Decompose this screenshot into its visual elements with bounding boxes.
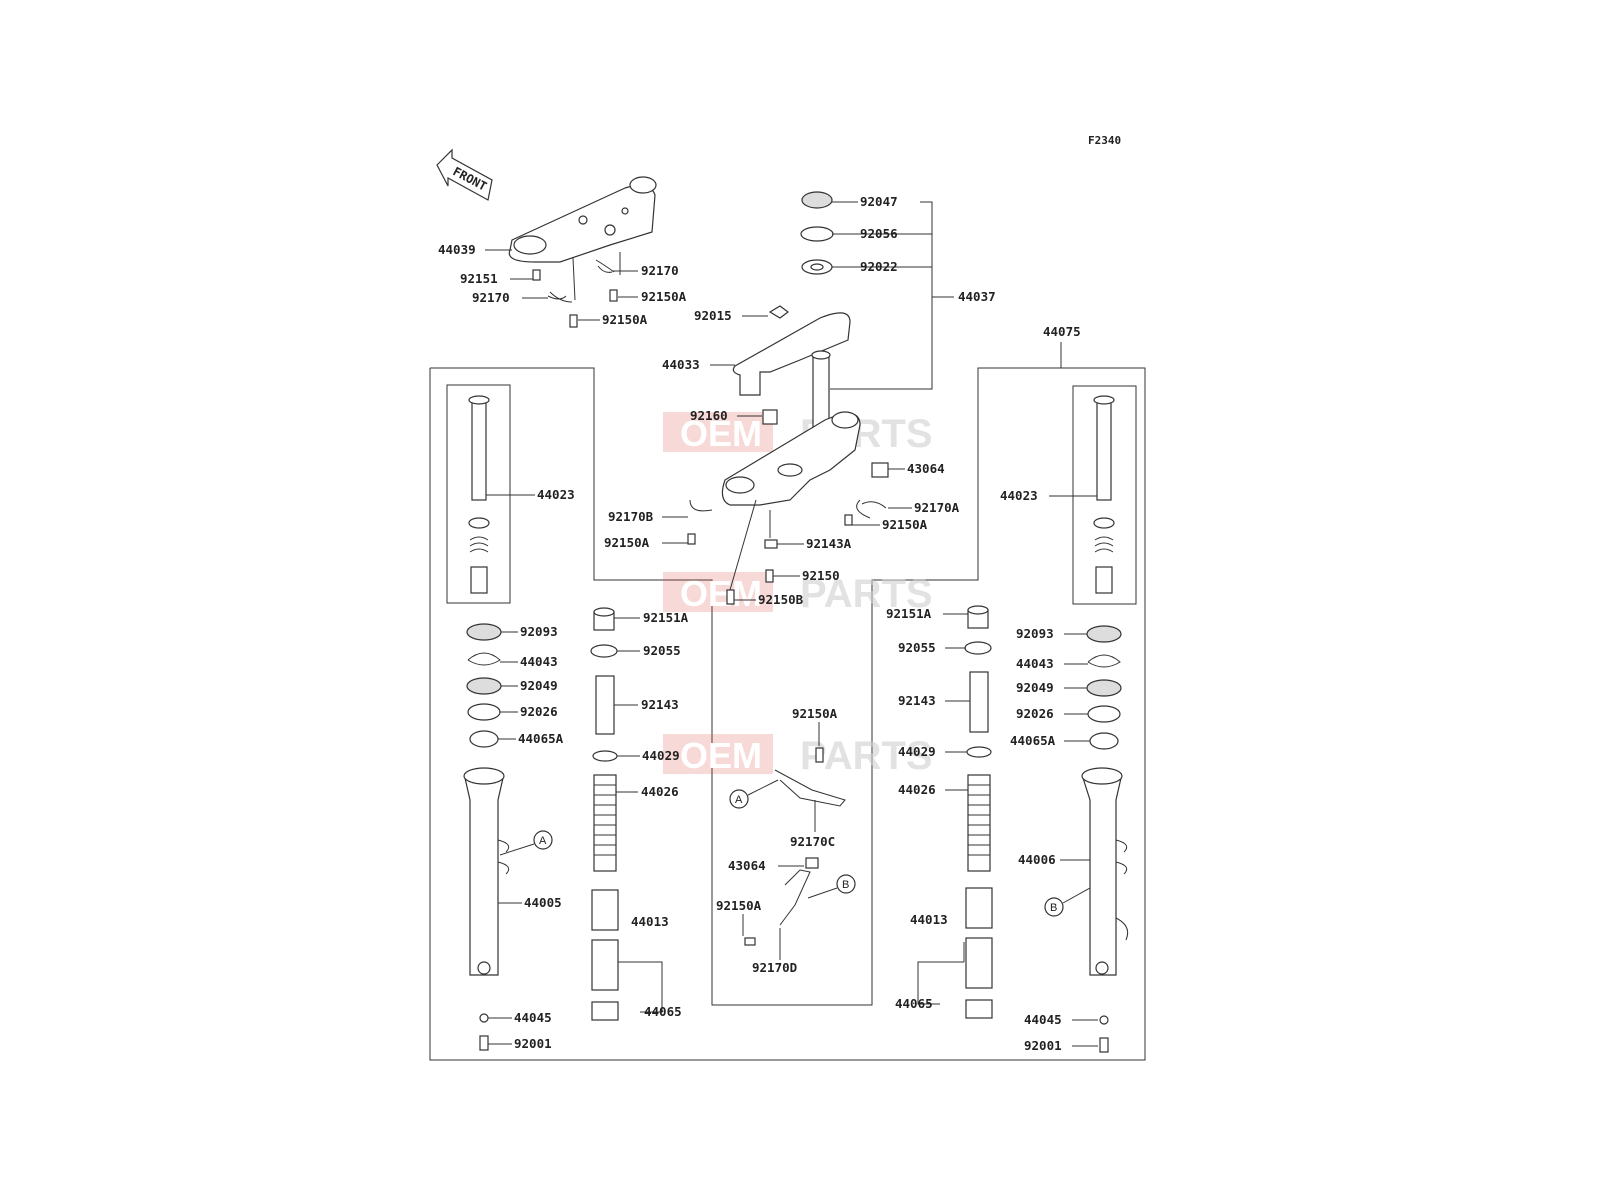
label-44075: 44075 (1043, 324, 1081, 339)
label-44037: 44037 (958, 289, 996, 304)
assembly-frames (429, 367, 1146, 1061)
damper-column-left (590, 607, 619, 1021)
label-92047: 92047 (860, 194, 898, 209)
figure-code: F2340 (1088, 134, 1121, 147)
label-44006: 44006 (1018, 852, 1056, 867)
label-92055-left: 92055 (643, 643, 681, 658)
label-44023-left: 44023 (537, 487, 575, 502)
label-44043-right: 44043 (1016, 656, 1054, 671)
outer-tube-44006 (1081, 767, 1129, 1053)
inner-tube-right (1093, 395, 1115, 594)
svg-text:OEM: OEM (680, 413, 762, 454)
svg-text:B: B (842, 879, 849, 891)
watermark-3: OEM PARTS (663, 734, 933, 778)
leader-brackets (617, 201, 1062, 1013)
label-92160: 92160 (690, 408, 728, 423)
label-44029-left: 44029 (642, 748, 680, 763)
label-44065-left: 44065 (644, 1004, 682, 1019)
label-44039: 44039 (438, 242, 476, 257)
inner-tube-left (468, 395, 490, 594)
label-92150a-center: 92150A (792, 706, 838, 721)
label-92151: 92151 (460, 271, 498, 286)
svg-text:A: A (735, 794, 743, 806)
damper-column-right (964, 605, 993, 1019)
label-44043-left: 44043 (520, 654, 558, 669)
label-92143a: 92143A (806, 536, 852, 551)
label-92150a-4: 92150A (604, 535, 650, 550)
svg-text:PARTS: PARTS (800, 572, 933, 616)
center-brake-lines (744, 747, 846, 946)
label-92001-right: 92001 (1024, 1038, 1062, 1053)
label-92049-left: 92049 (520, 678, 558, 693)
part-labels: 44039 92151 92170 92170 92150A 92150A 92… (438, 194, 1098, 1053)
label-92022: 92022 (860, 259, 898, 274)
label-44026-right: 44026 (898, 782, 936, 797)
front-arrow-icon: FRONT (436, 148, 493, 201)
label-92150a-2: 92150A (602, 312, 648, 327)
steering-stem (687, 191, 889, 605)
ref-circle-b-right: B (1044, 887, 1091, 917)
label-92093-left: 92093 (520, 624, 558, 639)
label-92150a-center-2: 92150A (716, 898, 762, 913)
label-92170c: 92170C (790, 834, 835, 849)
label-44013-left: 44013 (631, 914, 669, 929)
ref-circle-b-center: B (807, 874, 856, 899)
seal-stack-left (466, 623, 502, 748)
inner-tube-frame-left (446, 384, 511, 604)
label-92150b: 92150B (758, 592, 804, 607)
label-92170-right: 92170 (641, 263, 679, 278)
label-92170-left: 92170 (472, 290, 510, 305)
upper-triple-clamp (508, 176, 657, 328)
svg-text:OEM: OEM (680, 573, 762, 614)
label-92170d: 92170D (752, 960, 797, 975)
label-92093-right: 92093 (1016, 626, 1054, 641)
label-92049-right: 92049 (1016, 680, 1054, 695)
label-44023-right: 44023 (1000, 488, 1038, 503)
label-44029-right: 44029 (898, 744, 936, 759)
label-92151a-left: 92151A (643, 610, 689, 625)
label-44033: 44033 (662, 357, 700, 372)
label-92143-left: 92143 (641, 697, 679, 712)
watermark-2: OEM PARTS (663, 572, 933, 616)
label-44005: 44005 (524, 895, 562, 910)
label-92001-left: 92001 (514, 1036, 552, 1051)
label-44065a-left: 44065A (518, 731, 564, 746)
svg-text:B: B (1050, 902, 1057, 914)
inner-tube-frame-right (1072, 385, 1137, 605)
label-43064-top: 43064 (907, 461, 945, 476)
label-92015: 92015 (694, 308, 732, 323)
outer-tube-44005 (463, 767, 510, 1051)
label-92026-right: 92026 (1016, 706, 1054, 721)
label-92056: 92056 (860, 226, 898, 241)
label-44013-right: 44013 (910, 912, 948, 927)
label-92150a-1: 92150A (641, 289, 687, 304)
label-92150a-3: 92150A (882, 517, 928, 532)
svg-text:A: A (539, 835, 547, 847)
label-44045-left: 44045 (514, 1010, 552, 1025)
ref-circle-a-left: A (499, 830, 553, 856)
label-44045-right: 44045 (1024, 1012, 1062, 1027)
label-44026-left: 44026 (641, 784, 679, 799)
label-92055-right: 92055 (898, 640, 936, 655)
label-92170a: 92170A (914, 500, 960, 515)
label-43064-center: 43064 (728, 858, 766, 873)
ref-circle-a-center: A (729, 779, 779, 809)
label-92170b: 92170B (608, 509, 654, 524)
label-92150: 92150 (802, 568, 840, 583)
label-92151a-right: 92151A (886, 606, 932, 621)
svg-text:OEM: OEM (680, 735, 762, 776)
label-92143-right: 92143 (898, 693, 936, 708)
seal-stack-right (1086, 625, 1122, 750)
label-44065a-right: 44065A (1010, 733, 1056, 748)
label-92026-left: 92026 (520, 704, 558, 719)
label-44065-right: 44065 (895, 996, 933, 1011)
